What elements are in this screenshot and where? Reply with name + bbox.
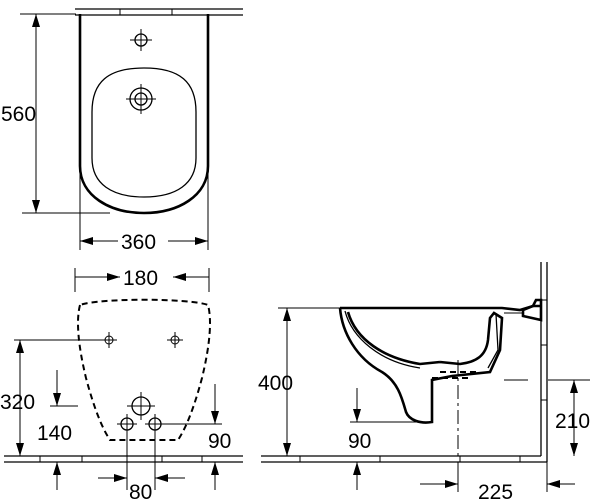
dimension-210-label: 210 (555, 410, 590, 433)
wall-view: 180 (0, 267, 243, 503)
dimension-90-wall-label: 90 (208, 430, 231, 453)
dimension-90-wall (163, 384, 222, 490)
dimension-80-label: 80 (129, 481, 152, 503)
dimension-210 (548, 379, 590, 456)
dimension-225-label: 225 (478, 481, 513, 503)
side-view-wall (540, 262, 548, 462)
dimension-560 (20, 13, 110, 214)
dimension-180-label: 180 (123, 267, 158, 290)
bidet-silhouette-dashed (77, 298, 211, 441)
dimension-400-label: 400 (258, 372, 293, 395)
dimension-400 (278, 307, 340, 456)
dimension-90-side-label: 90 (348, 430, 371, 453)
side-view: 400 90 210 225 (258, 262, 590, 503)
dimension-140 (50, 370, 78, 490)
drain-hole-icon (127, 392, 155, 420)
dimension-320-label: 320 (0, 391, 35, 414)
side-view-floor (261, 455, 547, 463)
wall-bracket-icon (504, 298, 543, 322)
dimension-320 (14, 339, 101, 456)
top-view: 560 360 (1, 8, 243, 254)
dimension-560-label: 560 (1, 103, 36, 126)
bidet-outer-outline (78, 14, 210, 215)
fixing-hole-icon (167, 332, 183, 348)
dimension-80 (98, 430, 185, 490)
dimension-180 (74, 268, 210, 292)
bidet-bowl-outline (91, 67, 197, 198)
drain-hole-icon (126, 84, 156, 114)
dimension-360-label: 360 (121, 231, 156, 254)
dimension-90-side (350, 388, 432, 490)
dimension-360 (79, 170, 209, 250)
fixing-hole-icon (101, 332, 117, 348)
drain-pipe (432, 360, 528, 456)
dimension-140-label: 140 (37, 422, 72, 445)
dimension-225 (420, 462, 575, 492)
wall-view-floor (4, 455, 243, 463)
bidet-side-profile (338, 304, 541, 424)
tap-hole-icon (130, 29, 152, 51)
